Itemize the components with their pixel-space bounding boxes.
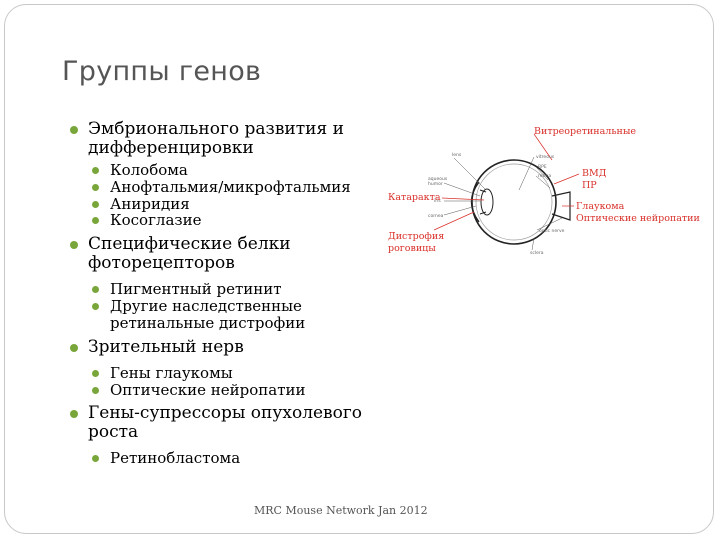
label-cornea: cornea — [428, 213, 444, 219]
lens-shape — [480, 188, 494, 216]
sub-bullet-coloboma: Колобома — [70, 162, 380, 179]
label-amd: ВМД — [582, 168, 607, 179]
red-leader-vitreo — [533, 133, 553, 161]
label-rpe: RPE — [538, 164, 547, 170]
slide-frame — [4, 4, 714, 534]
bullet-list: Эмбрионального развития и дифференцировк… — [70, 119, 380, 467]
label-dystrophy-1: Дистрофия — [388, 231, 444, 242]
label-glaucoma: Глаукома — [576, 201, 625, 212]
eye-diagram: lens aqueous humor iris cornea vitreous … — [388, 126, 700, 256]
red-leader-cataract — [441, 197, 485, 201]
label-retina: retina — [538, 173, 551, 179]
footer-text: MRC Mouse Network Jan 2012 — [254, 504, 428, 517]
label-optic-neuropathy: Оптические нейропатии — [576, 213, 700, 224]
iris-bottom — [479, 211, 487, 215]
sub-bullet-glaucoma: Гены глаукомы — [70, 364, 380, 382]
bullet-tumor-suppressor: Гены-супрессоры опухолевого роста — [70, 404, 380, 442]
label-iris: iris — [434, 198, 441, 204]
leader-cornea — [443, 205, 477, 216]
leader-retina — [535, 175, 551, 189]
label-dr: ПР — [582, 180, 597, 191]
sub-bullet-dystrophies: Другие наследственные ретинальные дистро… — [70, 298, 380, 332]
label-cataract: Катаракта — [388, 192, 441, 203]
bullet-optic-nerve: Зрительный нерв — [70, 337, 380, 357]
cornea-shape — [470, 181, 480, 223]
sub-bullet-strabismus: Косоглазие — [70, 212, 380, 229]
label-sclera: sclera — [530, 250, 544, 256]
leader-optic — [536, 217, 563, 231]
bullet-photoreceptor: Специфические белки фоторецепторов — [70, 235, 380, 273]
eye-globe-inner — [475, 163, 553, 241]
label-dystrophy-2: роговицы — [388, 243, 436, 254]
leader-rpe — [535, 166, 549, 181]
leader-lens — [453, 157, 487, 191]
label-vitreoretinal: Витреоретинальные — [534, 126, 636, 137]
red-leader-dystrophy — [433, 211, 475, 231]
iris-top — [479, 189, 487, 193]
label-vitreous: vitreous — [536, 154, 555, 160]
label-optic-nerve: optic nerve — [539, 228, 565, 234]
label-aqueous-2: humor — [428, 181, 443, 187]
sub-bullet-retinoblastoma: Ретинобластома — [70, 450, 380, 467]
sub-bullet-retinitis: Пигментный ретинит — [70, 281, 380, 298]
sub-bullet-anophthalmia: Анофтальмия/микрофтальмия — [70, 179, 380, 196]
sub-bullet-neuropathy: Оптические нейропатии — [70, 381, 380, 399]
bullet-embryonic: Эмбрионального развития и дифференцировк… — [70, 119, 380, 158]
label-lens: lens — [452, 152, 462, 158]
leader-vitreous — [518, 156, 535, 191]
leader-aqueous — [443, 182, 481, 197]
leader-sclera — [531, 237, 535, 251]
label-aqueous-1: aqueous — [428, 177, 448, 182]
sub-bullet-aniridia: Аниридия — [70, 195, 380, 213]
slide-title: Группы генов — [62, 56, 262, 87]
red-leader-amd — [553, 173, 580, 185]
